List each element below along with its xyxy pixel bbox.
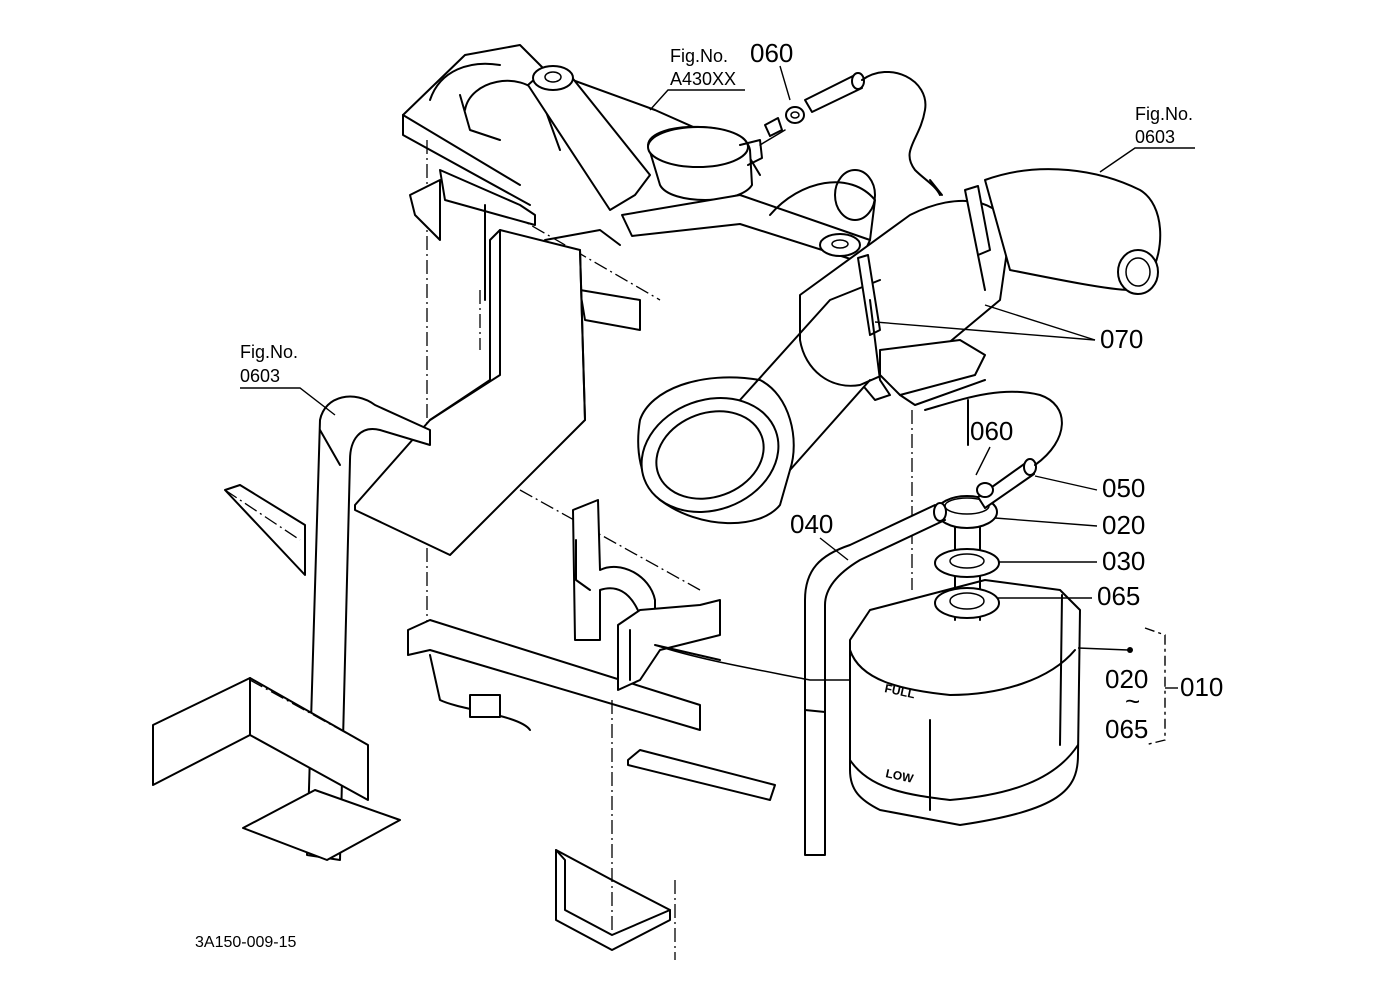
frame-left	[152, 395, 431, 861]
fig-ref-top: Fig.No. A430XX	[649, 46, 745, 111]
callout-070: 070	[1100, 324, 1143, 354]
drawing-code: 3A150-009-15	[195, 934, 297, 951]
fig-ref-right: Fig.No. 0603	[1099, 104, 1195, 173]
radiator-assembly	[354, 44, 913, 960]
fig-ref-top-number: A430XX	[670, 69, 736, 89]
callout-060-top: 060	[750, 38, 793, 68]
callout-020: 020	[1102, 510, 1145, 540]
assembly-dot	[1127, 647, 1133, 653]
callout-060-mid: 060	[970, 416, 1013, 446]
overflow-pipe-upper	[785, 70, 943, 196]
tank-low-label: LOW	[884, 766, 915, 786]
callout-range-tilde: ~	[1125, 686, 1140, 716]
fig-ref-left-title: Fig.No.	[240, 342, 298, 362]
frame-right	[555, 849, 671, 951]
callout-010: 010	[1180, 672, 1223, 702]
callout-050: 050	[1102, 473, 1145, 503]
fig-ref-top-title: Fig.No.	[670, 46, 728, 66]
tank-full-label: FULL	[883, 681, 916, 701]
fig-ref-left: Fig.No. 0603	[240, 342, 336, 416]
callout-range-to: 065	[1105, 714, 1148, 744]
fig-ref-right-number: 0603	[1135, 127, 1175, 147]
reserve-tank-assembly: FULL LOW	[654, 390, 1081, 856]
callouts: 060 070 060 050 020 030 065 040 020 ~ 06…	[750, 38, 1223, 746]
upper-hose-assembly	[637, 168, 1162, 525]
callout-065: 065	[1097, 581, 1140, 611]
callout-range-from: 020	[1105, 664, 1148, 694]
fig-ref-right-title: Fig.No.	[1135, 104, 1193, 124]
fig-ref-left-number: 0603	[240, 366, 280, 386]
callout-030: 030	[1102, 546, 1145, 576]
callout-040: 040	[790, 509, 833, 539]
